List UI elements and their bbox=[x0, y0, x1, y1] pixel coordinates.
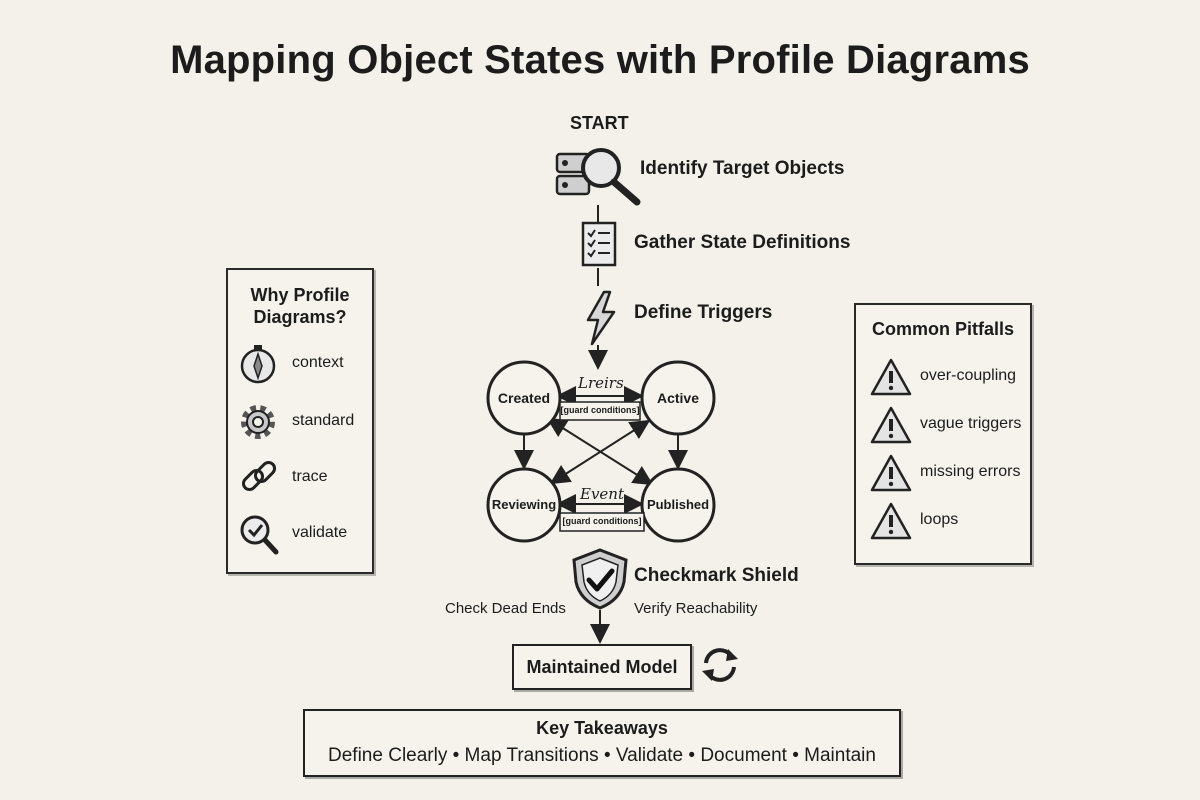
state-active-label: Active bbox=[656, 390, 700, 406]
verify-reachability-label: Verify Reachability bbox=[634, 600, 758, 617]
pitfall-label: vague triggers bbox=[920, 415, 1022, 432]
state-published-label: Published bbox=[646, 497, 710, 512]
compass-icon bbox=[240, 345, 276, 384]
magnifier-check-icon bbox=[240, 515, 279, 555]
common-pitfalls-panel: Common Pitfalls over-coupling vague trig… bbox=[854, 303, 1032, 565]
magnifier-server-icon bbox=[555, 148, 641, 206]
checkmark-shield-icon bbox=[572, 548, 628, 610]
pitfall-item: vague triggers bbox=[870, 405, 1030, 445]
page-title: Mapping Object States with Profile Diagr… bbox=[170, 38, 1030, 82]
state-active bbox=[640, 360, 716, 436]
why-panel-title: Why Profile Diagrams? bbox=[250, 285, 350, 327]
why-item-context: context bbox=[238, 342, 368, 386]
why-profile-panel: Why Profile Diagrams? context standard t… bbox=[226, 268, 374, 574]
key-takeaways-box: Key Takeaways Define Clearly • Map Trans… bbox=[303, 709, 901, 777]
takeaways-title: Key Takeaways bbox=[536, 718, 668, 738]
step-gather-label: Gather State Definitions bbox=[634, 232, 851, 253]
why-item-label: validate bbox=[292, 524, 348, 541]
why-item-validate: validate bbox=[238, 512, 368, 556]
pitfalls-panel-title: Common Pitfalls bbox=[871, 319, 1014, 339]
pitfall-label: over-coupling bbox=[920, 367, 1017, 384]
step-triggers-label: Define Triggers bbox=[634, 302, 773, 323]
step-identify-label: Identify Target Objects bbox=[640, 158, 845, 179]
maintained-model-box: Maintained Model bbox=[512, 644, 692, 690]
warning-icon bbox=[870, 406, 912, 444]
pitfall-item: over-coupling bbox=[870, 357, 1030, 397]
warning-icon bbox=[870, 358, 912, 396]
state-created-label: Created bbox=[497, 390, 551, 406]
takeaways-items: Define Clearly • Map Transitions • Valid… bbox=[328, 745, 876, 766]
check-dead-ends-label: Check Dead Ends bbox=[445, 600, 566, 617]
why-item-label: context bbox=[292, 354, 344, 371]
why-item-standard: standard bbox=[238, 400, 368, 444]
checklist-icon bbox=[581, 221, 617, 267]
warning-icon bbox=[870, 502, 912, 540]
state-published bbox=[640, 467, 716, 543]
state-created bbox=[486, 360, 562, 436]
shield-label: Checkmark Shield bbox=[634, 565, 799, 586]
why-item-label: standard bbox=[292, 412, 355, 429]
pitfall-item: loops bbox=[870, 501, 1030, 541]
bottom-guard-label: [guard conditions] bbox=[562, 516, 642, 526]
warning-icon bbox=[870, 454, 912, 492]
why-item-trace: trace bbox=[238, 456, 368, 500]
gear-icon bbox=[241, 405, 275, 439]
refresh-icon bbox=[702, 648, 738, 682]
pitfall-label: loops bbox=[920, 511, 959, 528]
top-guard-box bbox=[559, 401, 641, 421]
pitfall-label: missing errors bbox=[920, 463, 1021, 480]
edge-active-reviewing bbox=[549, 419, 651, 485]
top-event-label: Lreirs bbox=[578, 374, 624, 392]
state-reviewing-label: Reviewing bbox=[491, 497, 557, 512]
pitfall-item: missing errors bbox=[870, 453, 1030, 493]
bottom-event-label: Event bbox=[580, 485, 624, 503]
chain-link-icon bbox=[241, 460, 277, 492]
start-label: START bbox=[570, 113, 629, 133]
why-item-label: trace bbox=[292, 468, 328, 485]
top-guard-label: [guard conditions] bbox=[560, 405, 640, 415]
bottom-guard-box bbox=[559, 512, 645, 532]
state-reviewing bbox=[486, 467, 562, 543]
lightning-icon bbox=[586, 290, 616, 346]
